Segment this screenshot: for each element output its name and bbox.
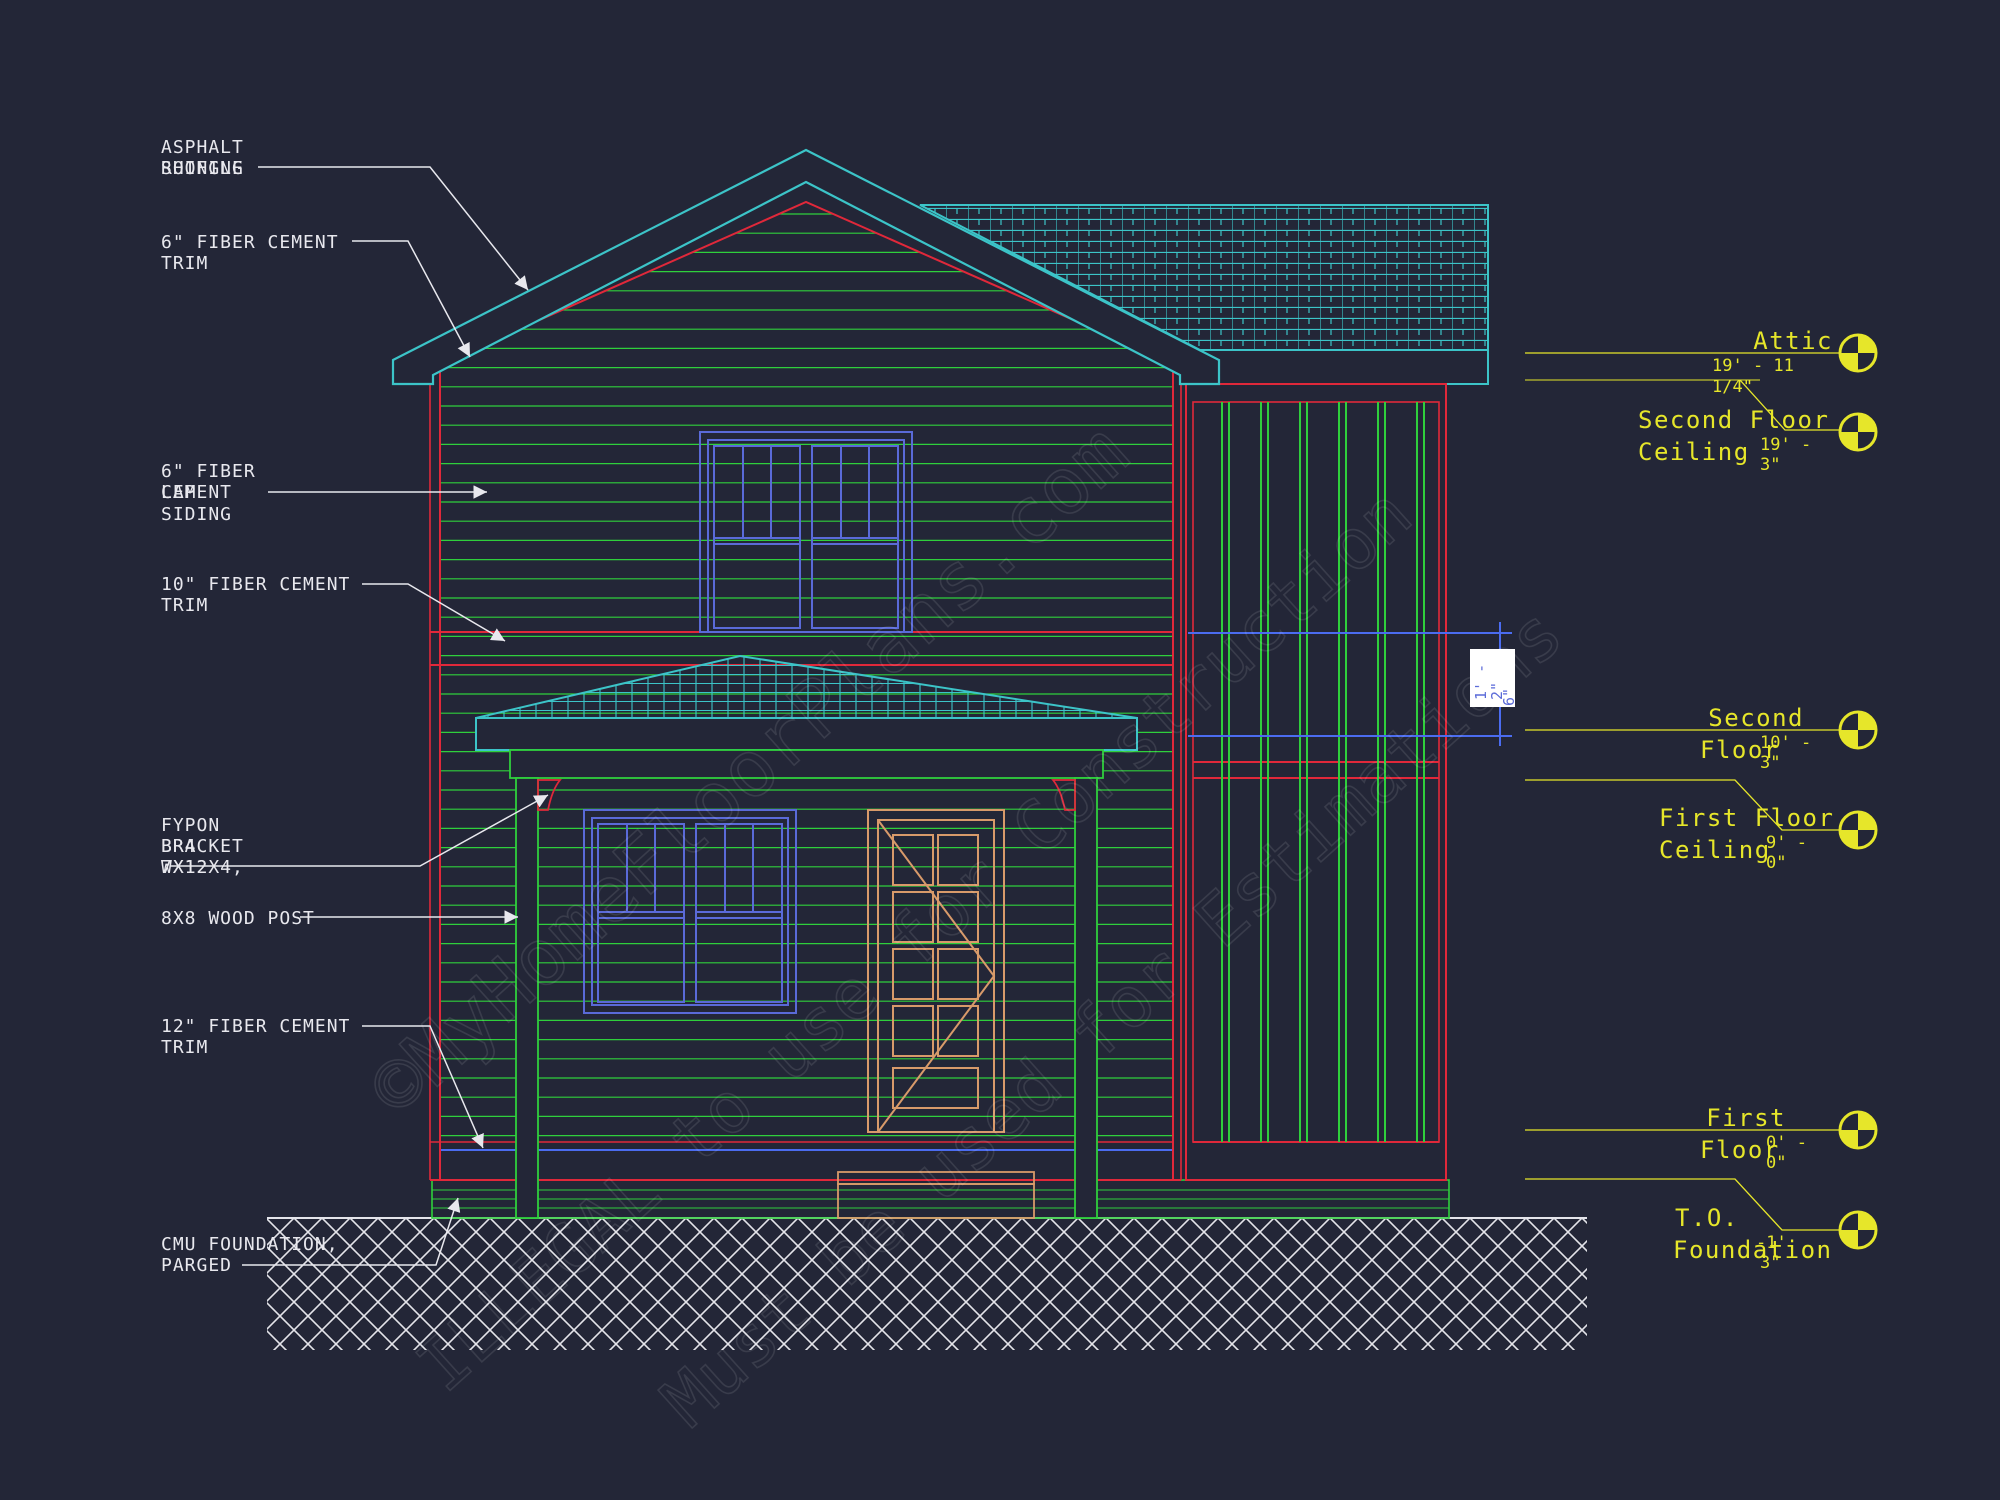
level-marker-icon xyxy=(1838,810,1878,850)
level-value: 0" xyxy=(1766,1153,1786,1173)
note-text: TRIM xyxy=(161,1037,208,1058)
level-markers: Attic 19' - 11 1/4" Second Floor Ceiling… xyxy=(1525,327,1878,1273)
front-door xyxy=(867,809,1005,1133)
cmu-foundation-note: CMU FOUNDATION, PARGED xyxy=(161,1197,461,1276)
level-value: 0' - xyxy=(1766,1133,1807,1153)
level-marker-icon xyxy=(1838,333,1878,373)
level-value: 1/4" xyxy=(1712,377,1753,397)
level-value: 10' - xyxy=(1760,733,1811,753)
note-text: PARGED xyxy=(161,1255,232,1276)
side-wing-wall xyxy=(1185,383,1508,1181)
note-text: 6" FIBER xyxy=(161,461,256,482)
upper-window xyxy=(699,431,913,633)
note-text: ASPHALT xyxy=(161,137,244,158)
note-text-overlap: LAP xyxy=(161,482,197,503)
entry-step xyxy=(837,1171,1035,1219)
dimension-value-2: 2" xyxy=(1488,682,1506,700)
dimension-tag: 1' - 2" 6" xyxy=(1470,622,1518,746)
note-text: 12" FIBER CEMENT xyxy=(161,1016,350,1037)
main-roof xyxy=(391,148,1221,386)
note-text: CMU FOUNDATION, xyxy=(161,1234,339,1255)
level-first-floor: First Floor 0' - 0" xyxy=(1525,1104,1878,1173)
level-name: Attic xyxy=(1753,327,1833,355)
level-top-of-foundation: T.O. Foundation -1' 3" xyxy=(1525,1178,1878,1273)
level-value: 0" xyxy=(1766,853,1786,873)
level-marker-icon xyxy=(1838,412,1878,452)
note-text: ROOFING xyxy=(161,158,244,179)
porch-posts xyxy=(515,777,1098,1219)
level-name: Ceiling xyxy=(1659,836,1771,864)
level-marker-icon xyxy=(1838,710,1878,750)
level-value: 3" xyxy=(1760,1253,1780,1273)
porch-roof xyxy=(475,654,1138,779)
note-text: SIDING xyxy=(161,504,232,525)
level-value: 19' - xyxy=(1760,435,1811,455)
note-text-overlap: SHINGLE xyxy=(161,158,244,179)
note-text: BRACKET xyxy=(161,836,244,857)
level-value: 19' - 11 xyxy=(1712,356,1794,376)
siding-note: 6" FIBER CEMENT LAP SIDING xyxy=(161,461,487,525)
trim-10-note: 10" FIBER CEMENT TRIM xyxy=(161,574,506,642)
note-text-overlap: WX12 xyxy=(161,857,208,878)
level-second-floor: Second Floor 10' - 3" xyxy=(1525,704,1878,773)
arrow-icon xyxy=(352,240,471,358)
dimension-value-3: 6" xyxy=(1500,688,1518,706)
wood-post-note: 8X8 WOOD POST xyxy=(161,908,518,929)
arrow-icon xyxy=(362,1025,484,1149)
level-value: -1' xyxy=(1756,1233,1787,1253)
note-text: TRIM xyxy=(161,253,208,274)
level-name: First Floor xyxy=(1659,804,1834,832)
level-name: Foundation xyxy=(1673,1236,1833,1264)
note-text: TRIM xyxy=(161,595,208,616)
level-value: 3" xyxy=(1760,455,1780,475)
dimension-value-1: 1' - xyxy=(1472,664,1490,700)
level-second-floor-ceiling: Second Floor Ceiling 19' - 3" xyxy=(1638,379,1878,475)
level-name: Ceiling xyxy=(1638,438,1750,466)
level-name: Floor xyxy=(1700,736,1780,764)
level-marker-icon xyxy=(1838,1210,1878,1250)
bracket-note: FYPON BRACKET BR4 7X12X4, WX12 xyxy=(161,794,549,878)
trim-12-note: 12" FIBER CEMENT TRIM xyxy=(161,1016,484,1149)
note-text: CEMENT xyxy=(161,482,232,503)
arrow-icon xyxy=(170,794,549,867)
asphalt-shingle-note: ASPHALT ROOFING SHINGLE xyxy=(161,137,529,291)
level-marker-icon xyxy=(1838,1110,1878,1150)
note-text: 7X12X4, xyxy=(161,857,244,878)
arrow-icon xyxy=(362,583,506,642)
note-text: 6" FIBER CEMENT xyxy=(161,232,339,253)
level-name: Second Floor xyxy=(1638,406,1829,434)
note-text-overlap: BR4 xyxy=(161,836,197,857)
level-name: Second xyxy=(1708,704,1804,732)
arrow-icon xyxy=(258,166,529,291)
level-name: Floor xyxy=(1700,1136,1780,1164)
level-value: 3" xyxy=(1760,753,1780,773)
note-text: FYPON xyxy=(161,815,220,836)
note-text: 8X8 WOOD POST xyxy=(161,908,315,929)
note-text: 10" FIBER CEMENT xyxy=(161,574,350,595)
trim-6-note: 6" FIBER CEMENT TRIM xyxy=(161,232,471,358)
level-value: 9' - xyxy=(1766,833,1807,853)
level-attic: Attic 19' - 11 1/4" xyxy=(1525,327,1878,397)
level-name: First xyxy=(1706,1104,1786,1132)
level-name: T.O. xyxy=(1675,1204,1739,1232)
lower-window xyxy=(583,809,797,1014)
arrow-icon xyxy=(242,1197,461,1266)
annotations: ASPHALT ROOFING SHINGLE 6" FIBER CEMENT … xyxy=(161,137,549,1276)
level-first-floor-ceiling: First Floor Ceiling 9' - 0" xyxy=(1525,779,1878,873)
